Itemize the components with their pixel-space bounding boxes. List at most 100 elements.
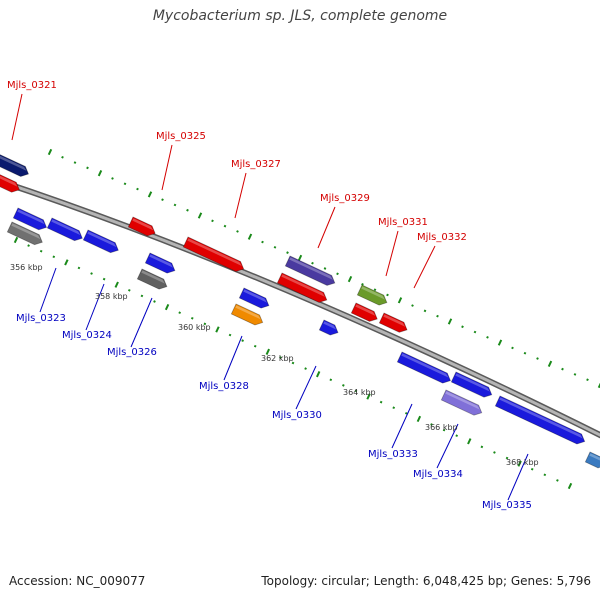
- gene-label-mjls_0331[interactable]: Mjls_0331: [378, 217, 428, 228]
- gene-arrow-highlight: [51, 219, 81, 236]
- gene-arrow[interactable]: [238, 287, 271, 311]
- gene-arrow[interactable]: [182, 236, 246, 274]
- tick-mark: [304, 367, 307, 370]
- gene-leader-line: [413, 245, 436, 289]
- tick-mark: [111, 177, 114, 180]
- gene-label-mjls_0333[interactable]: Mjls_0333: [368, 449, 418, 460]
- tick-mark: [97, 170, 103, 177]
- gene-arrow-highlight: [11, 223, 41, 240]
- gene-arrow[interactable]: [0, 169, 22, 195]
- gene-arrow-highlight: [499, 397, 583, 439]
- gene-arrow[interactable]: [350, 302, 379, 324]
- gene-arrow-highlight: [445, 391, 480, 410]
- gene-label-mjls_0332[interactable]: Mjls_0332: [417, 232, 467, 243]
- gene-features: [0, 149, 600, 470]
- gene-label-mjls_0330[interactable]: Mjls_0330: [272, 410, 322, 421]
- gene-label-mjls_0334[interactable]: Mjls_0334: [413, 469, 463, 480]
- gene-label-mjls_0328[interactable]: Mjls_0328: [199, 381, 249, 392]
- gene-labels: Mjls_0321Mjls_0325Mjls_0327Mjls_0329Mjls…: [7, 80, 532, 511]
- tick-mark: [286, 251, 289, 254]
- tick-mark: [39, 249, 43, 253]
- gene-arrow[interactable]: [440, 389, 484, 418]
- gene-arrow[interactable]: [378, 312, 409, 335]
- tick-mark: [497, 339, 503, 346]
- tick-mark: [523, 351, 527, 355]
- tick-mark: [215, 326, 220, 333]
- gene-arrow[interactable]: [450, 371, 494, 400]
- tick-mark: [147, 191, 153, 198]
- tick-mark: [436, 314, 439, 318]
- gene-arrow[interactable]: [12, 207, 48, 232]
- tick-mark: [127, 288, 131, 292]
- scale-label: 356 kbp: [10, 263, 43, 272]
- tick-mark: [530, 467, 534, 471]
- gene-label-mjls_0335[interactable]: Mjls_0335: [482, 500, 532, 511]
- tick-mark: [13, 236, 19, 244]
- tick-mark: [77, 266, 81, 270]
- gene-arrow[interactable]: [127, 216, 157, 238]
- gene-arrow-highlight: [132, 218, 154, 231]
- gene-label-mjls_0327[interactable]: Mjls_0327: [231, 159, 281, 170]
- tick-mark: [203, 322, 207, 326]
- gene-label-mjls_0321[interactable]: Mjls_0321: [7, 80, 57, 91]
- tick-mark: [236, 230, 239, 233]
- tick-mark: [423, 309, 427, 313]
- gene-arrow-highlight: [87, 231, 117, 248]
- gene-arrow[interactable]: [230, 303, 265, 327]
- gene-arrow[interactable]: [356, 284, 389, 308]
- tick-mark: [493, 451, 496, 454]
- gene-arrow[interactable]: [284, 255, 337, 288]
- tick-mark: [455, 434, 459, 438]
- gene-arrow[interactable]: [584, 451, 600, 470]
- gene-label-mjls_0323[interactable]: Mjls_0323: [16, 313, 66, 324]
- scale-label: 362 kbp: [261, 354, 294, 363]
- gene-arrow[interactable]: [46, 217, 84, 243]
- gene-label-mjls_0326[interactable]: Mjls_0326: [107, 347, 157, 358]
- tick-mark: [511, 346, 514, 350]
- tick-mark: [47, 148, 53, 156]
- tick-mark: [140, 294, 144, 298]
- tick-mark: [397, 297, 403, 304]
- gene-label-mjls_0324[interactable]: Mjls_0324: [62, 330, 112, 341]
- tick-marks: [13, 148, 600, 490]
- gene-arrow[interactable]: [82, 229, 120, 255]
- tick-mark: [279, 356, 282, 359]
- tick-mark: [347, 275, 353, 283]
- tick-mark: [342, 384, 345, 387]
- tick-mark: [461, 325, 464, 329]
- tick-mark: [291, 361, 295, 365]
- tick-mark: [556, 479, 559, 482]
- tick-mark: [265, 348, 270, 355]
- genome-stats-text: Topology: circular; Length: 6,048,425 bp…: [261, 574, 591, 588]
- genome-backbone: [0, 179, 600, 437]
- gene-label-mjls_0329[interactable]: Mjls_0329: [320, 193, 370, 204]
- gene-leader-line: [130, 297, 153, 348]
- scale-label: 364 kbp: [343, 388, 376, 397]
- gene-arrow[interactable]: [494, 395, 587, 447]
- tick-mark: [73, 161, 77, 164]
- tick-mark: [505, 456, 509, 460]
- tick-mark: [136, 187, 139, 191]
- tick-mark: [61, 155, 64, 159]
- gene-arrow-highlight: [289, 257, 333, 280]
- tick-mark: [473, 330, 477, 334]
- gene-arrow[interactable]: [6, 221, 44, 247]
- gene-arrow-highlight: [149, 254, 173, 268]
- tick-mark: [316, 371, 321, 378]
- tick-mark: [480, 445, 484, 449]
- gene-arrow[interactable]: [0, 149, 31, 179]
- tick-mark: [597, 381, 600, 389]
- scale-label: 358 kbp: [95, 292, 128, 301]
- gene-arrow[interactable]: [318, 319, 340, 338]
- gene-arrow[interactable]: [144, 252, 177, 276]
- gene-arrow[interactable]: [396, 351, 452, 386]
- tick-mark: [573, 373, 577, 376]
- map-title: Mycobacterium sp. JLS, complete genome: [152, 8, 448, 24]
- gene-arrow[interactable]: [276, 272, 329, 305]
- gene-label-mjls_0325[interactable]: Mjls_0325: [156, 131, 206, 142]
- gene-arrow-highlight: [243, 289, 267, 303]
- tick-mark: [486, 336, 489, 339]
- gene-arrow[interactable]: [136, 268, 169, 292]
